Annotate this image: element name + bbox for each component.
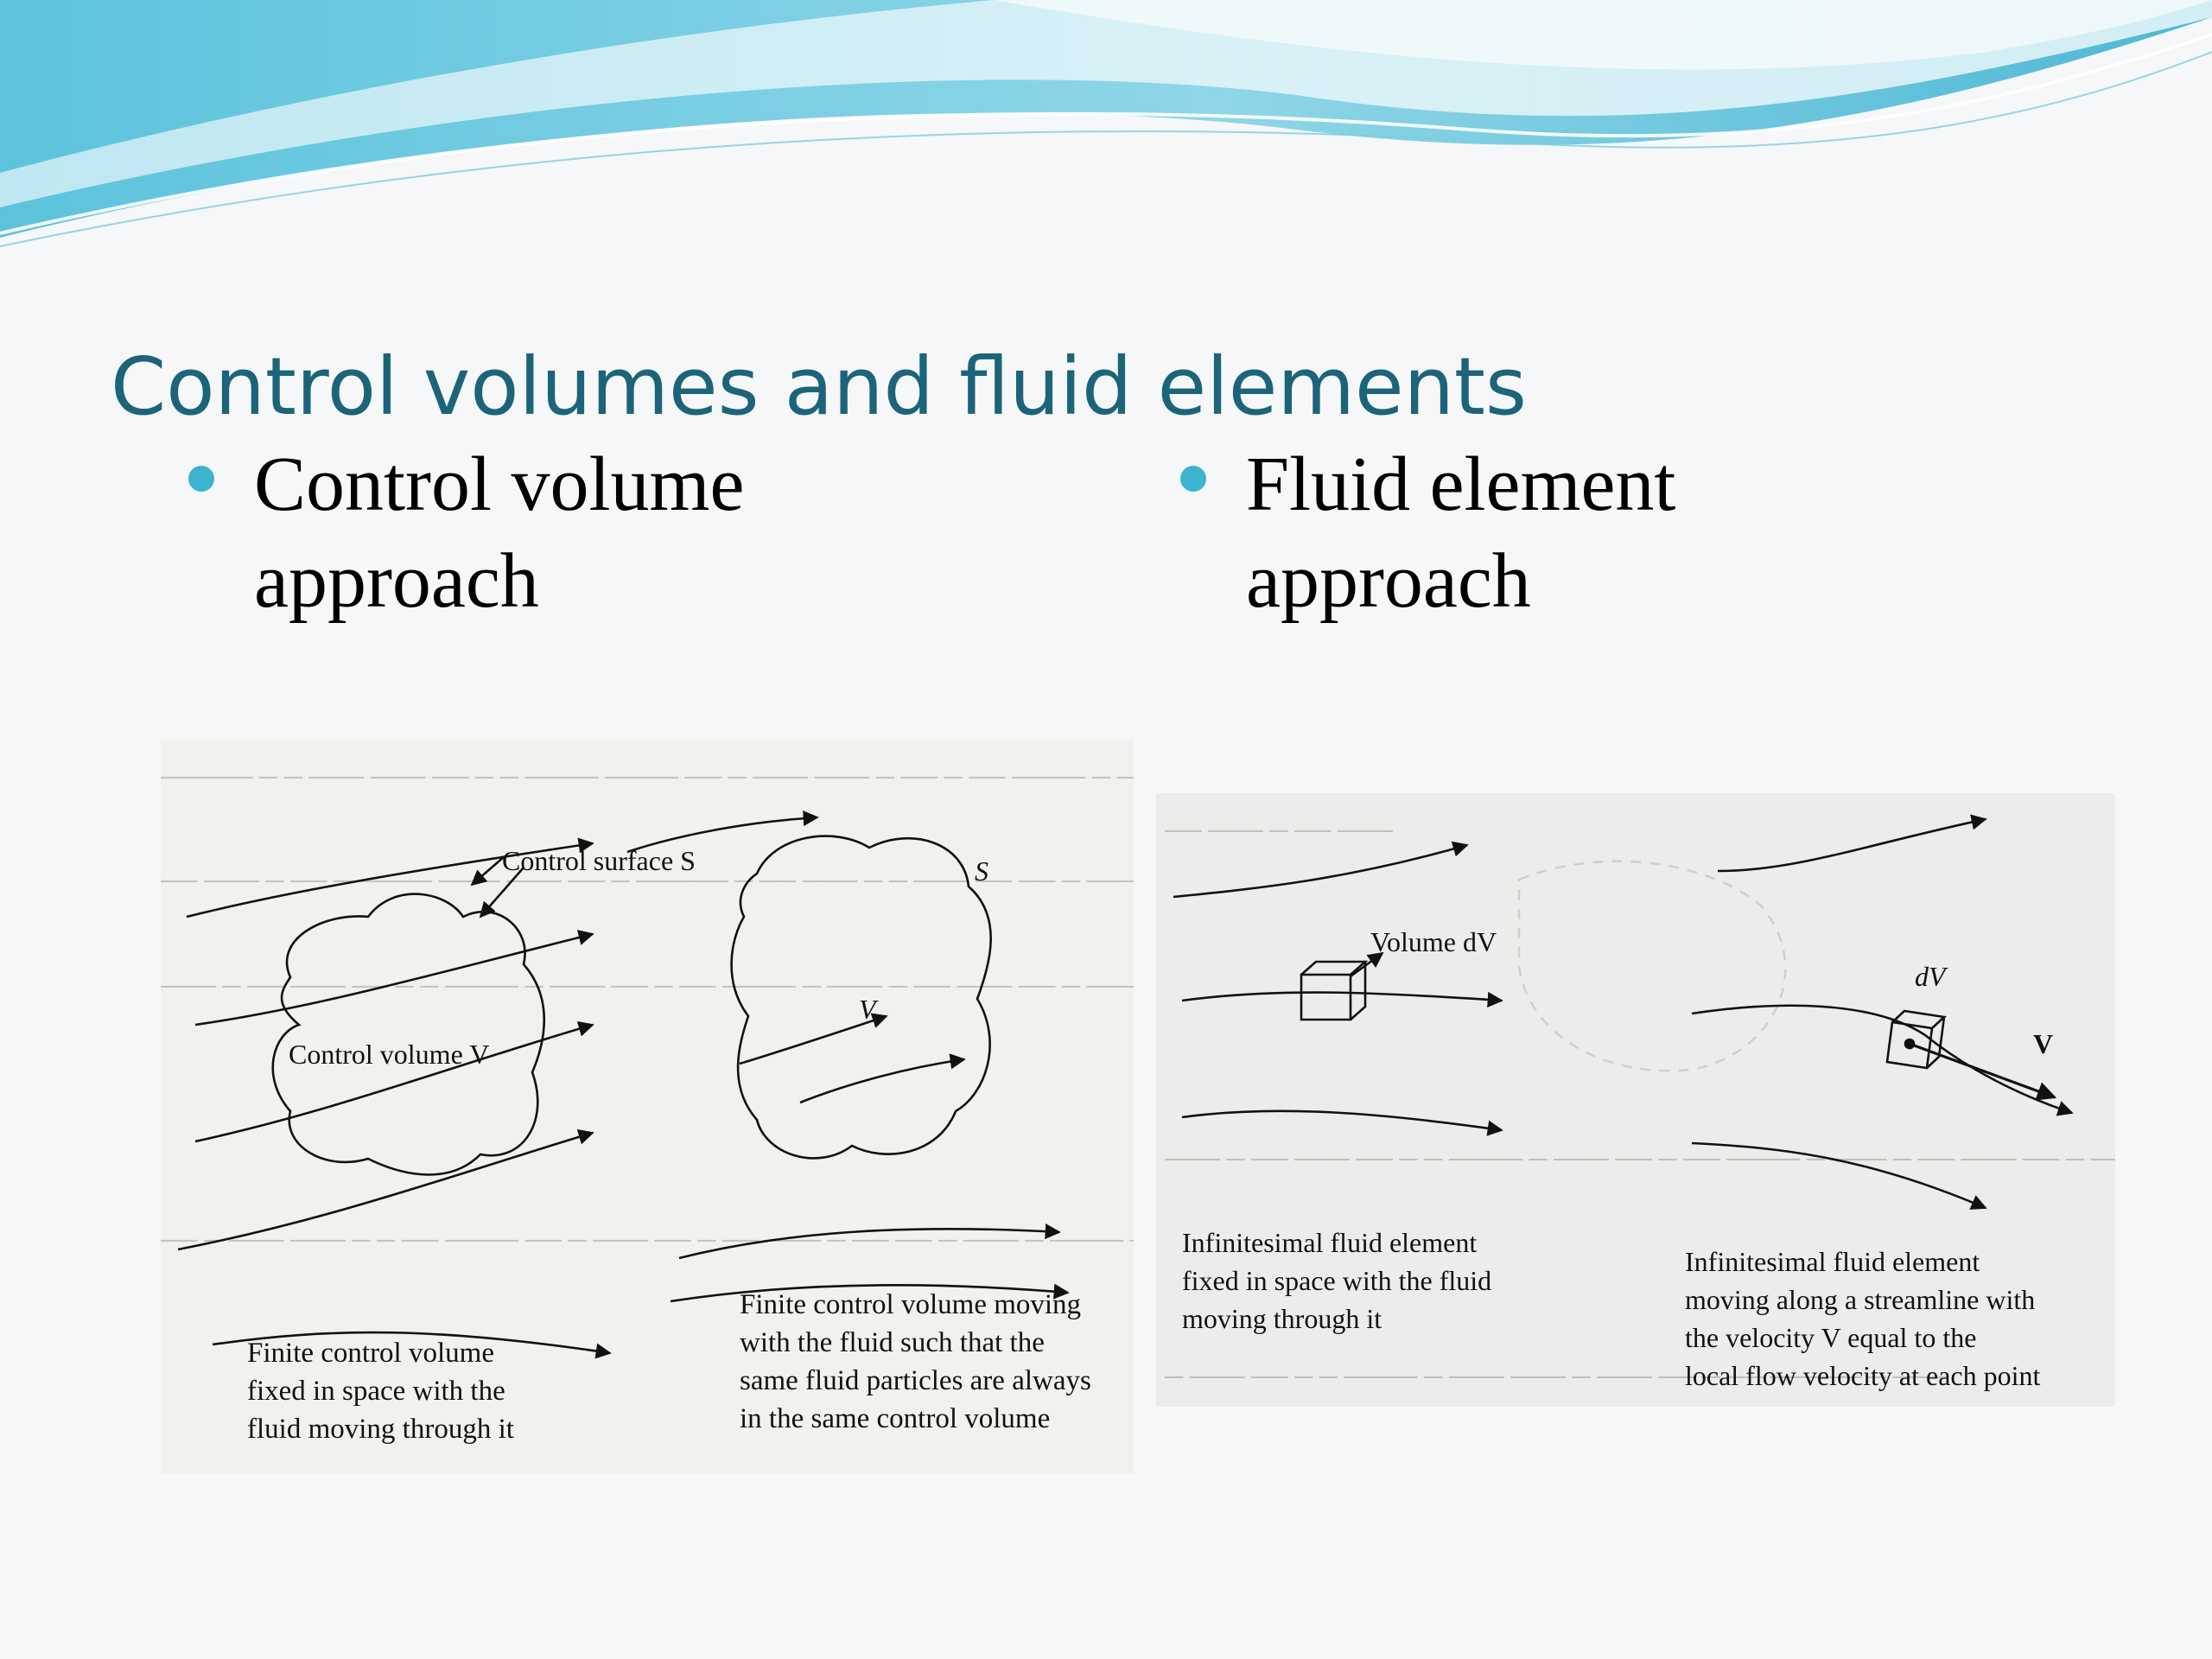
bullet-text: Fluid element approach <box>1246 442 1676 624</box>
bullet-dot-icon <box>188 466 214 492</box>
bleed-through-text: ── ─── ─ ── ─── <box>1165 817 1393 845</box>
control-volume-label: Control volume V <box>289 1039 490 1070</box>
bullet-control-volume: Control volume approach <box>188 436 744 630</box>
bleed-through-text: ───── ─ ─ ─── ─── ── ─ ─ ──── ──── ── ─ … <box>161 763 1134 791</box>
moving-surface-label: S <box>975 855 988 887</box>
bullet-text: Control volume approach <box>254 442 745 624</box>
fixed-element-caption: Infinitesimal fluid element fixed in spa… <box>1182 1227 1492 1334</box>
fixed-cv-caption: Finite control volume fixed in space wit… <box>247 1338 514 1445</box>
header-wave-banner <box>0 0 2212 247</box>
moving-dv-label: dV <box>1915 961 1946 992</box>
fluid-element-figure: ── ─── ─ ── ─── ─── ─ ── ─── ── ─ ─ ────… <box>1156 793 2115 1407</box>
velocity-label: V <box>2033 1028 2054 1059</box>
slide-title: Control volumes and fluid elements <box>111 340 1527 433</box>
control-volume-figure: ───── ─ ─ ─── ─── ── ─ ─ ──── ──── ── ─ … <box>161 740 1134 1474</box>
bleed-through-text: ─── ─ ── ─── ── ─ ─ ──── ─ ─── ── ─ ── ─… <box>1165 1145 2115 1173</box>
bleed-through-text: ─ ─── ── ─ ─ ──── ─ ─── ─── ─ ─── ── ─ ─… <box>1165 1363 1948 1391</box>
bullet-fluid-element: Fluid element approach <box>1180 436 1675 630</box>
volume-dv-label: Volume dV <box>1370 926 1497 957</box>
moving-element-caption: Infinitesimal fluid element moving along… <box>1685 1246 2041 1391</box>
moving-volume-label: V <box>859 994 876 1025</box>
control-surface-label: Control surface S <box>502 845 696 876</box>
bleed-through-text: ── ─ ─── ─── ─ ─ ── ──── ── ─ ─── ── ─ ─… <box>161 1226 1134 1255</box>
fluid-element-drawing <box>1173 814 2074 1210</box>
control-volume-drawing <box>177 810 1070 1359</box>
bullet-dot-icon <box>1180 466 1206 492</box>
bleed-through-text: ─── ─ ── ─── ── ─ ─ ──── ─ ─── ── ─ ── ─… <box>161 972 1134 1001</box>
moving-cv-caption: Finite control volume moving with the fl… <box>740 1289 1091 1434</box>
